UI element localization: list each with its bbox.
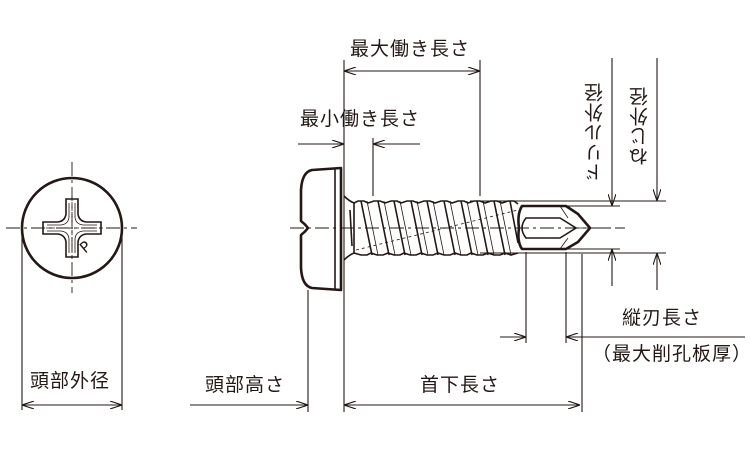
max-working-length-label: 最大働き長さ: [350, 38, 471, 60]
screw-side-view: [290, 166, 625, 292]
min-working-length-label: 最小働き長さ: [300, 108, 421, 130]
head-height-label: 頭部高さ: [205, 374, 286, 396]
thread-diameter-label: ねじ外径: [629, 86, 651, 166]
head-diameter-label: 頭部外径: [30, 370, 111, 392]
recess-mark-p: P: [76, 237, 95, 257]
pan-head: [299, 166, 343, 292]
phillips-recess-icon: [40, 196, 104, 260]
under-head-length-label: 首下長さ: [420, 374, 501, 396]
drill-diameter-label: ドリル外径: [584, 82, 606, 182]
drill-point: [517, 204, 608, 251]
flute-length-label: 縦刃長さ: [622, 307, 703, 329]
thread: [349, 200, 519, 256]
max-drill-thickness-label: （最大削孔板厚）: [592, 343, 750, 365]
